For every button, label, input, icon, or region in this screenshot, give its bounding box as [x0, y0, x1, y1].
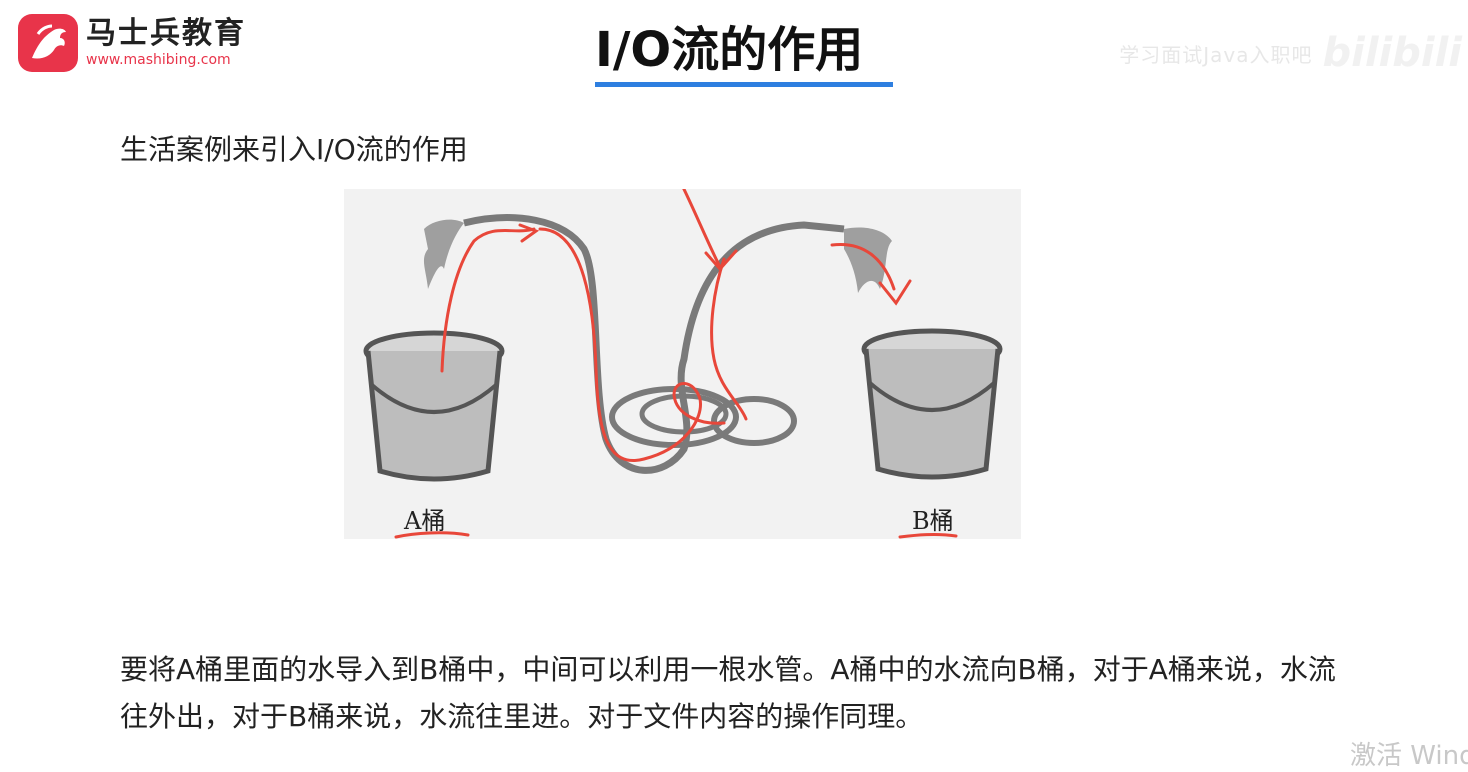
explanation-paragraph: 要将A桶里面的水导入到B桶中，中间可以利用一根水管。A桶中的水流向B桶，对于A桶…: [120, 653, 1336, 733]
watermark-text: 学习面试Java入职吧: [1119, 42, 1313, 67]
bucket-hose-drawing: [363, 189, 1003, 539]
brand-url: www.mashibing.com: [86, 52, 231, 68]
brand-name: 马士兵教育: [86, 16, 246, 51]
video-watermark: 学习面试Java入职吧 bilibili: [1119, 30, 1462, 76]
windows-activation-watermark: 激活 Wind: [1350, 741, 1468, 771]
water-splash-icon: [423, 219, 892, 293]
brand-logo: 马士兵教育 www.mashibing.com: [18, 14, 246, 72]
bilibili-logo: bilibili: [1322, 30, 1462, 76]
page-title-block: I/O流的作用: [595, 20, 893, 87]
page-title: I/O流的作用: [595, 22, 864, 78]
bucket-illustration: A桶 B桶: [344, 189, 1021, 539]
annotation-strokes: [394, 189, 958, 539]
section-subtitle: 生活案例来引入I/O流的作用: [120, 133, 468, 166]
bucket-a-icon: [363, 330, 505, 482]
bucket-a-label: A桶: [404, 507, 446, 535]
title-underline: [595, 82, 893, 87]
horse-logo-icon: [18, 14, 78, 72]
bucket-b-icon: [861, 328, 1003, 480]
bucket-b-label: B桶: [912, 507, 954, 535]
